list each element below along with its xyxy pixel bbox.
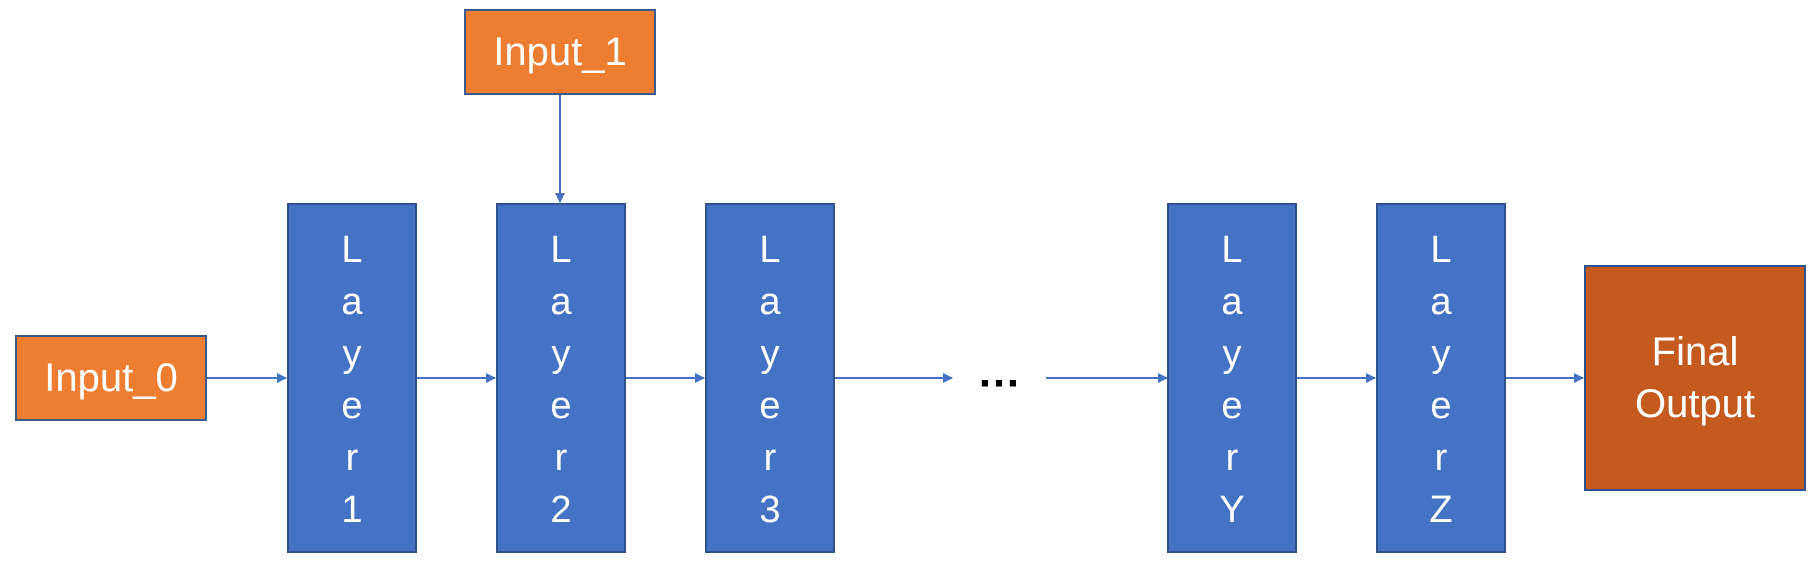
- ellipsis: …: [977, 348, 1021, 397]
- final-output-label-line1: Final: [1652, 330, 1739, 374]
- input-0-label: Input_0: [44, 356, 177, 400]
- arrows: [206, 94, 1584, 383]
- final-output-label-line2: Output: [1635, 382, 1755, 426]
- input-0-node: Input_0: [15, 335, 207, 421]
- input-1-node: Input_1: [464, 9, 656, 95]
- final-output-node: Final Output: [1584, 265, 1806, 491]
- input-1-label: Input_1: [493, 30, 626, 74]
